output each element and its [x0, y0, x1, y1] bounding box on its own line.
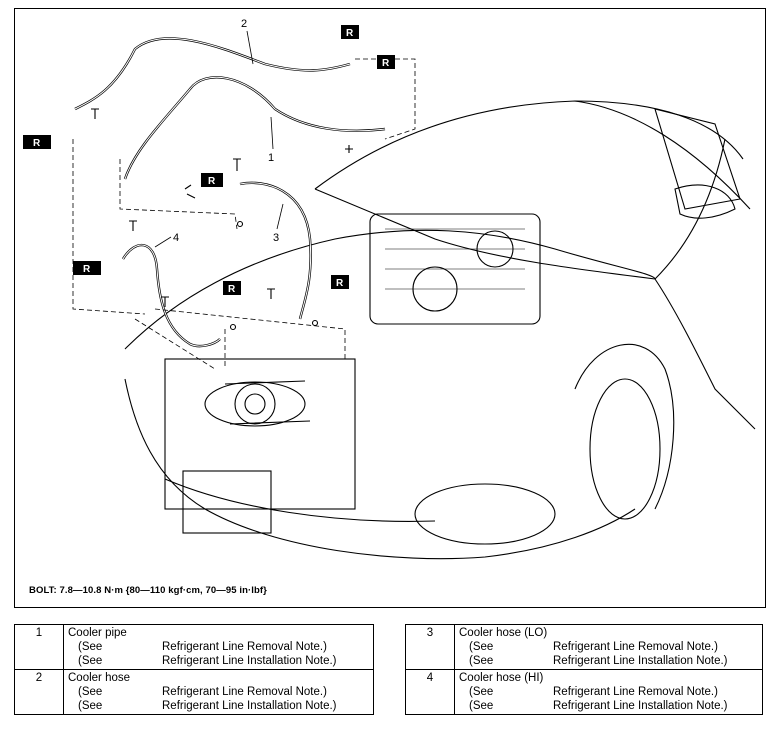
- r-marker-4: R: [201, 173, 223, 187]
- svg-text:R: R: [33, 138, 41, 149]
- legend-number: 2: [14, 669, 64, 715]
- r-marker-5: R: [73, 261, 101, 275]
- car-hood-edge: [124, 229, 656, 350]
- r-marker-1: R: [341, 25, 359, 39]
- car-windshield: [314, 188, 656, 280]
- installation-note-link[interactable]: Refrigerant Line Installation Note.): [553, 700, 728, 712]
- torque-note: BOLT: 7.8—10.8 N·m {80—110 kgf·cm, 70—95…: [29, 585, 267, 596]
- installation-note-link[interactable]: Refrigerant Line Installation Note.): [162, 655, 337, 667]
- svg-text:R: R: [336, 278, 344, 289]
- car-headlamp: [414, 483, 556, 545]
- r-marker-7: R: [331, 275, 349, 289]
- removal-note-link[interactable]: Refrigerant Line Removal Note.): [553, 686, 718, 698]
- legend-number: 4: [405, 669, 455, 715]
- o-ring: [311, 319, 319, 327]
- callout-3: 3: [273, 232, 279, 244]
- installation-note-link[interactable]: Refrigerant Line Installation Note.): [553, 655, 728, 667]
- compressor-pulley: [234, 383, 276, 425]
- car-fender: [654, 278, 756, 430]
- legend-title: Cooler hose: [68, 672, 131, 684]
- legend-row-2: 2 Cooler hose (See Refrigerant Line Remov…: [14, 669, 374, 715]
- diagram-frame: 2 1 3 4 R R R R R R R: [14, 8, 766, 608]
- cooler-pipe-1: [123, 76, 386, 180]
- removal-note-link[interactable]: Refrigerant Line Removal Note.): [162, 641, 327, 653]
- legend-title: Cooler hose (HI): [459, 672, 544, 684]
- legend-number: 3: [405, 624, 455, 670]
- ac-line-diagram: 2 1 3 4 R R R R R R R: [23, 18, 756, 560]
- r-marker-2: R: [377, 55, 395, 69]
- legend-number: 1: [14, 624, 64, 670]
- see-prefix: (See: [78, 641, 103, 653]
- legend-row-1: 1 Cooler pipe (See Refrigerant Line Remov…: [14, 624, 374, 670]
- callout-4: 4: [173, 232, 179, 244]
- condenser: [164, 358, 356, 510]
- compressor-body: [204, 381, 306, 427]
- car-side-window: [654, 108, 741, 210]
- see-prefix: (See: [469, 655, 494, 667]
- license-plate: [182, 470, 272, 534]
- svg-text:R: R: [208, 176, 216, 187]
- cooler-hose-2: [74, 37, 351, 111]
- evaporator-unit: [369, 213, 541, 325]
- svg-text:R: R: [83, 264, 91, 275]
- car-roof-line: [574, 100, 751, 210]
- cooler-hose-4: [121, 243, 221, 348]
- cooler-hose-3: [239, 181, 312, 320]
- see-prefix: (See: [469, 641, 494, 653]
- removal-note-link[interactable]: Refrigerant Line Removal Note.): [553, 641, 718, 653]
- car-hood-outline: [314, 100, 744, 190]
- car-mirror: [674, 184, 736, 219]
- car-wheel-arch: [574, 343, 675, 510]
- see-prefix: (See: [78, 655, 103, 667]
- see-prefix: (See: [469, 686, 494, 698]
- car-front-bumper: [124, 378, 636, 560]
- svg-text:R: R: [382, 58, 390, 69]
- installation-note-link[interactable]: Refrigerant Line Installation Note.): [162, 700, 337, 712]
- o-ring: [236, 220, 244, 228]
- see-prefix: (See: [78, 686, 103, 698]
- car-a-pillar: [654, 138, 726, 280]
- see-prefix: (See: [78, 700, 103, 712]
- car-wheel: [589, 378, 661, 520]
- legend-title: Cooler pipe: [68, 627, 127, 639]
- callout-2: 2: [241, 18, 247, 30]
- r-marker-3: R: [23, 135, 51, 149]
- svg-text:R: R: [346, 28, 354, 39]
- car-lower-grille: [164, 478, 436, 522]
- legend-title: Cooler hose (LO): [459, 627, 548, 639]
- bolt-group: [91, 108, 353, 307]
- callout-1: 1: [268, 152, 274, 164]
- r-marker-6: R: [223, 281, 241, 295]
- removal-note-link[interactable]: Refrigerant Line Removal Note.): [162, 686, 327, 698]
- see-prefix: (See: [469, 700, 494, 712]
- o-ring: [229, 323, 237, 331]
- svg-text:R: R: [228, 284, 236, 295]
